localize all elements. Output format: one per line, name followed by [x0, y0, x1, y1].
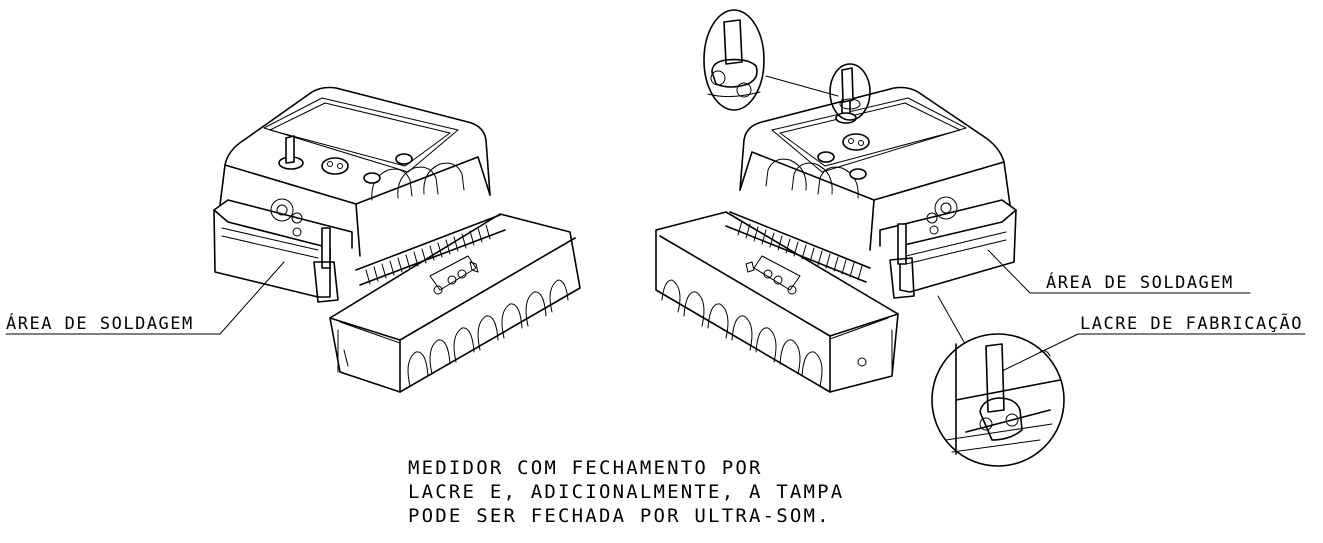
factory-seal-label: LACRE DE FABRICAÇÃO: [1080, 314, 1303, 334]
factory-seal-detail: [931, 333, 1065, 467]
closing-note: MEDIDOR COM FECHAMENTO POR LACRE E, ADIC…: [408, 456, 844, 528]
right-meter-isometric: [655, 86, 1017, 393]
note-line: LACRE E, ADICIONALMENTE, A TAMPA: [408, 481, 845, 503]
note-line: PODE SER FECHADA POR ULTRA-SOM.: [408, 505, 831, 527]
right-weld-area-label: ÁREA DE SOLDAGEM: [1046, 273, 1234, 293]
factory-seal-leader: [999, 333, 1306, 373]
left-meter-isometric: [213, 86, 581, 393]
seal-detail-small: [829, 63, 871, 121]
detail-connector-bottom: [937, 295, 965, 343]
left-weld-area-label: ÁREA DE SOLDAGEM: [6, 314, 194, 334]
left-weld-area-leader: [5, 261, 285, 335]
seal-detail-top: [703, 9, 765, 111]
right-weld-area-leader: [987, 249, 1251, 294]
detail-connector-top: [765, 75, 839, 97]
note-line: MEDIDOR COM FECHAMENTO POR: [408, 457, 763, 479]
